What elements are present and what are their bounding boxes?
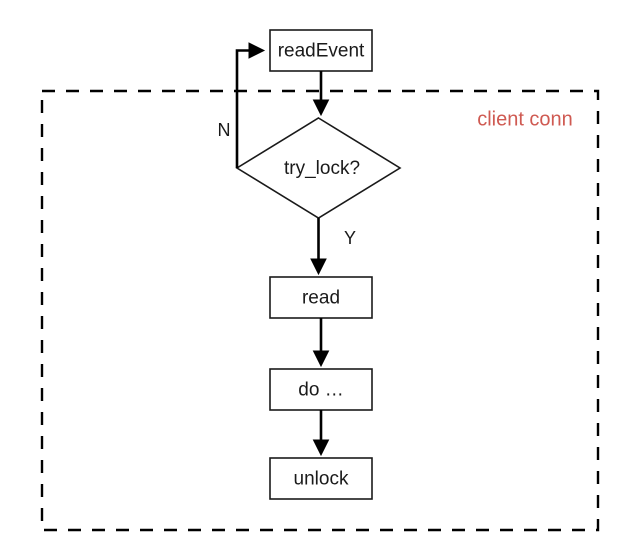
node-readEvent-shape xyxy=(269,29,373,72)
edge-label-yes: Y xyxy=(344,228,356,248)
node-do-label: do … xyxy=(298,380,343,401)
node-do-shape xyxy=(269,368,373,411)
node-do[interactable]: do … xyxy=(269,368,373,411)
region-client-conn-border xyxy=(40,89,600,532)
region-client-conn-label: client conn xyxy=(477,108,573,130)
edge-label-no: N xyxy=(218,120,231,140)
node-read[interactable]: read xyxy=(269,276,373,319)
node-read-shape xyxy=(269,276,373,319)
node-try-lock[interactable]: try_lock? xyxy=(235,117,402,219)
node-unlock-label: unlock xyxy=(294,469,349,490)
node-unlock-shape xyxy=(269,457,373,500)
edge-trylock-to-readevent xyxy=(235,42,266,168)
node-unlock[interactable]: unlock xyxy=(269,457,373,500)
node-read-label: read xyxy=(302,288,340,309)
node-try-lock-label: try_lock? xyxy=(284,158,360,179)
node-readEvent[interactable]: readEvent xyxy=(269,29,373,72)
node-readEvent-label: readEvent xyxy=(278,41,365,62)
